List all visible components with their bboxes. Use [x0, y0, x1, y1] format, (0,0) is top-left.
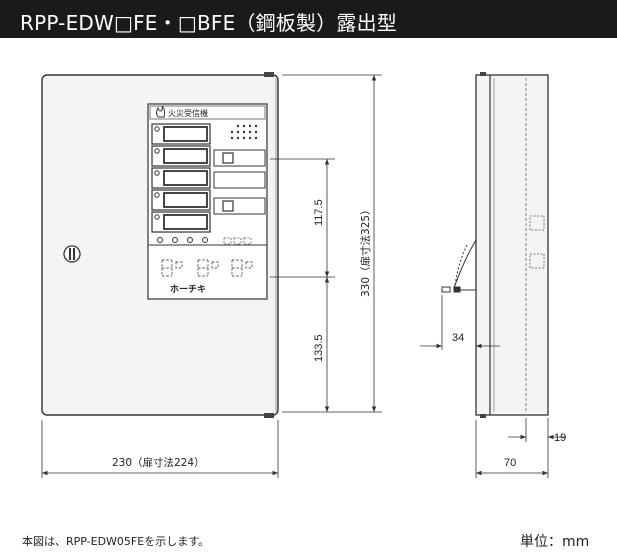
panel-header: [149, 105, 266, 120]
zone-window: [151, 123, 211, 145]
zone-window: [151, 189, 211, 211]
digit-display: [161, 259, 253, 277]
indicator-box-lower: [213, 197, 266, 215]
top-hinge: [264, 72, 274, 77]
speaker-grille: [230, 124, 258, 140]
indicator-box-middle: [213, 171, 266, 189]
side-dimensions: [420, 295, 566, 478]
zone-window-list: [151, 123, 211, 233]
key-handle: [441, 239, 477, 293]
key-lock-icon: [63, 245, 81, 263]
led-row: [157, 237, 208, 243]
technical-drawing: 火災受信機: [41, 72, 566, 478]
side-body: [475, 74, 549, 416]
indicator-box-upper: [213, 149, 266, 167]
dim-depth: 70: [504, 457, 516, 469]
dim-offset: 34: [452, 332, 464, 344]
brand-logo: ホーチキ: [170, 284, 206, 295]
zone-window: [151, 145, 211, 167]
front-dimensions: [41, 74, 382, 478]
bottom-hinge: [264, 413, 274, 418]
unit-label: 単位：mm: [520, 534, 590, 550]
dim-width: 230（扉寸法224）: [112, 456, 205, 469]
dim-lower-height: 133.5: [313, 334, 325, 362]
zone-window: [151, 167, 211, 189]
side-bottom-hinge: [480, 414, 486, 418]
fire-icon: [156, 105, 166, 118]
side-view: [441, 72, 549, 418]
side-top-hinge: [480, 72, 486, 76]
status-lamps: [223, 237, 252, 245]
panel-label: 火災受信機: [168, 108, 208, 118]
zone-window: [151, 211, 211, 233]
dim-upper-height: 117.5: [313, 199, 325, 226]
title-bar: RPP-EDW□FE・□BFE（鋼板製）露出型: [0, 0, 617, 38]
front-view: 火災受信機: [41, 72, 335, 418]
dim-door-depth: 19: [554, 432, 566, 444]
footer-note: 本図は、RPP-EDW05FEを示します。: [22, 535, 210, 548]
side-internal-parts: [529, 215, 545, 269]
page-title: RPP-EDW□FE・□BFE（鋼板製）露出型: [20, 11, 398, 35]
dim-total-height: 330（扉寸法325）: [359, 204, 372, 297]
